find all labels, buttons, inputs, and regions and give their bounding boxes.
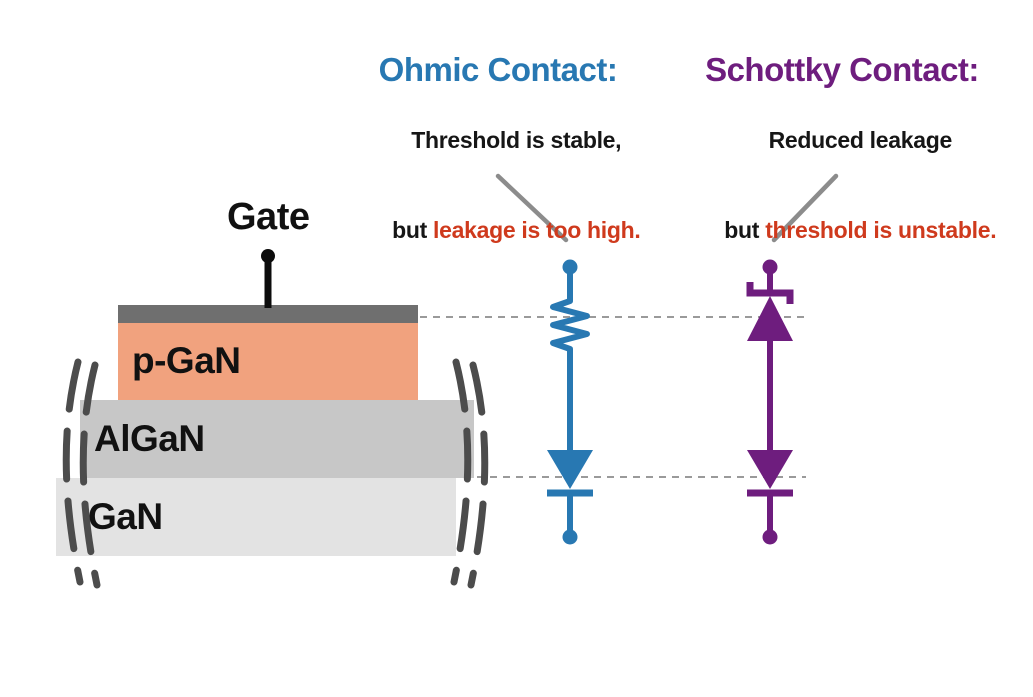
schottky-bottom-terminal-dot — [762, 529, 778, 545]
resistor-icon — [550, 297, 590, 354]
schottky-diode-icon — [747, 296, 793, 341]
ohmic-caption-line2-prefix: but — [392, 216, 434, 243]
algan-layer-label: AlGaN — [94, 418, 205, 459]
gate-label: Gate — [227, 196, 310, 238]
schottky-cathode-bar — [746, 282, 794, 304]
schottky-caption-line1-text: Reduced leakage — [768, 127, 953, 154]
schottky-annotation: Schottky Contact: Reduced leakage but th… — [664, 51, 1020, 276]
schottky-pointer-line — [771, 173, 839, 243]
schottky-lower-diode-icon — [747, 450, 793, 489]
ohmic-caption-line1-text: Threshold is stable, — [411, 127, 622, 154]
schottky-caption-line2: but threshold is unstable. — [664, 186, 1020, 276]
ohmic-annotation: Ohmic Contact: Threshold is stable, but … — [330, 51, 666, 276]
schottky-caption-line2-highlight: threshold is unstable. — [765, 216, 997, 243]
gan-layer-rect — [56, 478, 456, 556]
schottky-caption-line1: Reduced leakage — [664, 96, 1020, 186]
ohmic-diode-icon — [547, 450, 593, 489]
ohmic-circuit — [547, 259, 593, 545]
ohmic-caption-line2-highlight: leakage is too high. — [433, 216, 641, 243]
schottky-title: Schottky Contact: — [705, 51, 979, 88]
ohmic-caption-line2: but leakage is too high. — [330, 186, 666, 276]
schottky-caption-line2-prefix: but — [724, 216, 766, 243]
pgan-layer-label: p-GaN — [132, 340, 241, 381]
gate-metal-layer — [118, 305, 418, 323]
break-marks-right — [450, 358, 489, 589]
break-marks-left — [62, 358, 101, 589]
gate-terminal-dot — [261, 249, 275, 263]
device-stack — [56, 249, 474, 556]
ohmic-title: Ohmic Contact: — [378, 51, 618, 88]
algan-layer-rect — [80, 400, 474, 478]
pgan-layer-rect — [118, 323, 418, 400]
schottky-circuit — [746, 259, 794, 545]
ohmic-pointer-line — [495, 173, 569, 243]
gan-layer-label: GaN — [88, 496, 163, 537]
ohmic-bottom-terminal-dot — [562, 529, 578, 545]
ohmic-caption-line1: Threshold is stable, — [330, 96, 666, 186]
